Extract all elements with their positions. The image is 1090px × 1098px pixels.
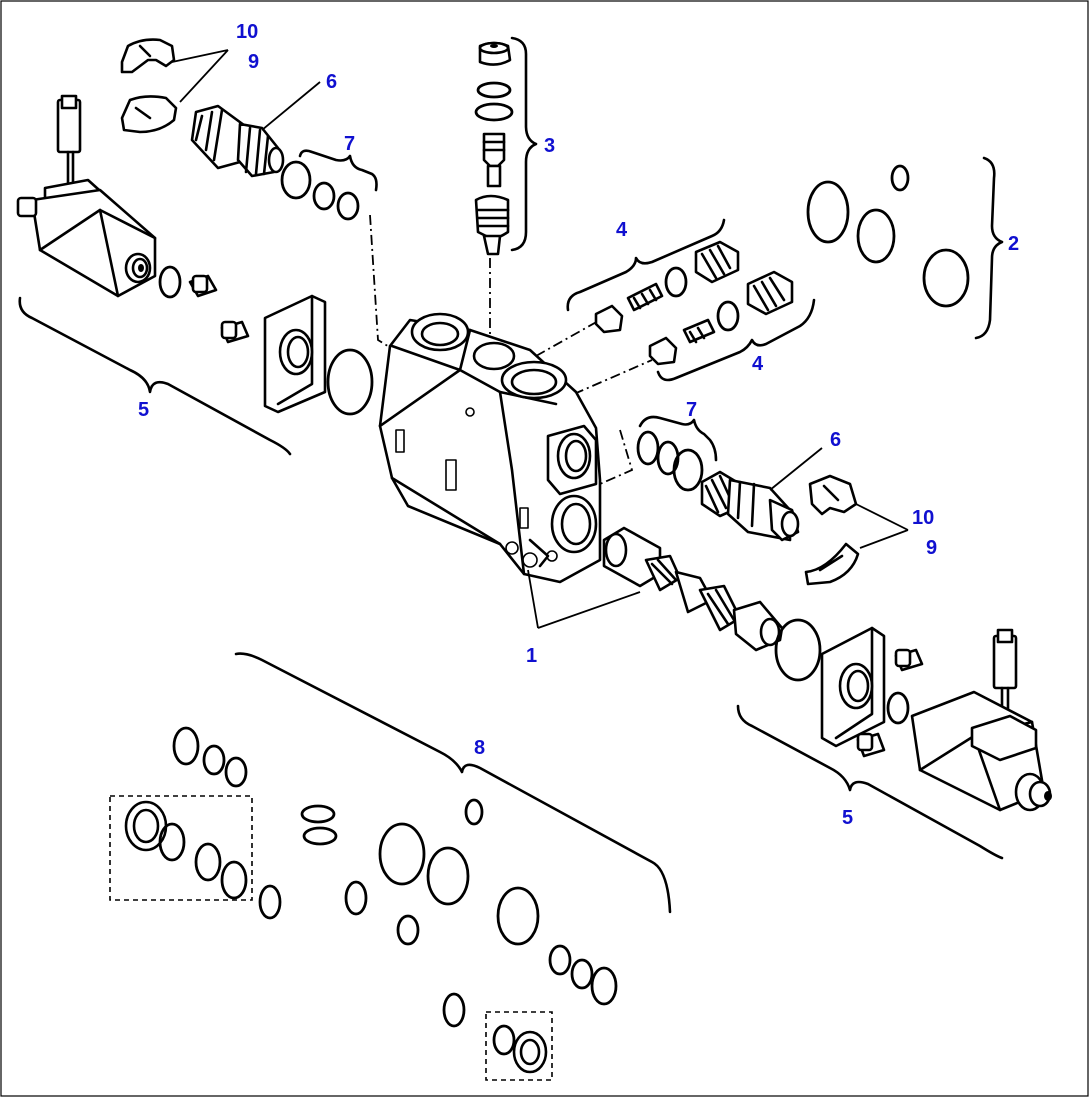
seal-kit-8 (124, 726, 618, 1074)
flange-plate-right (820, 626, 886, 748)
centerline-right (599, 429, 634, 485)
bracket-8 (234, 652, 672, 914)
o-ring-large-right (774, 618, 822, 682)
bracket-2 (974, 156, 1004, 340)
seal-group-box-left (109, 795, 253, 901)
centerline-spring2 (573, 359, 653, 395)
leader-6-right (769, 447, 823, 491)
leader-6-top (261, 81, 321, 131)
callout-9-top: 9 (248, 51, 259, 73)
o-ring-large (326, 348, 374, 416)
callout-4-upper: 4 (616, 219, 628, 241)
callout-5-right: 5 (842, 807, 853, 829)
seal-group-box-bottom (485, 1011, 553, 1081)
bracket-4-lower (656, 298, 816, 382)
o-rings-2 (806, 164, 970, 308)
callout-5-left: 5 (138, 399, 149, 421)
callout-6-right: 6 (830, 429, 841, 451)
bracket-3 (510, 36, 538, 252)
leader-1 (527, 569, 641, 629)
callout-8: 8 (474, 737, 485, 759)
bolt-right-upper (894, 648, 924, 672)
bracket-4-upper (566, 218, 726, 312)
callout-2: 2 (1008, 233, 1019, 255)
clip-10-top (120, 38, 176, 74)
callout-1: 1 (526, 645, 537, 667)
clip-10-right (808, 474, 858, 516)
plug-spring-4-lower (648, 270, 794, 366)
callout-4-lower: 4 (752, 353, 764, 375)
o-ring-right-small (886, 691, 910, 725)
solenoid-left (16, 94, 157, 298)
o-rings-7-right (636, 430, 704, 492)
callout-3: 3 (544, 135, 555, 157)
centerline-spring1 (535, 319, 601, 357)
flange-plate-left (263, 294, 327, 414)
clip-9-top (120, 95, 178, 134)
bolt-right-lower (856, 732, 886, 758)
leader-9-10-right (855, 503, 909, 549)
leader-9-10-top (171, 49, 229, 103)
solenoid-right (910, 628, 1052, 812)
spool-1 (602, 526, 784, 652)
valve-body (378, 312, 602, 584)
callout-7-top: 7 (344, 133, 355, 155)
check-valve-stack-3 (474, 41, 514, 256)
o-rings-7-top (280, 160, 360, 221)
callout-10-right: 10 (912, 507, 934, 529)
callout-9-right: 9 (926, 537, 937, 559)
bracket-5-left (18, 296, 292, 456)
callout-7-right: 7 (686, 399, 697, 421)
plug-spring-4-upper (594, 240, 740, 334)
relief-valve-top (190, 104, 285, 178)
callout-10-top: 10 (236, 21, 258, 43)
relief-valve-right (700, 470, 800, 542)
clip-9-right (804, 542, 860, 586)
bracket-7-top (298, 149, 378, 192)
bracket-5-right (736, 704, 1004, 860)
callout-6-top: 6 (326, 71, 337, 93)
bolt-left-upper (188, 274, 218, 298)
bracket-7-right (638, 415, 718, 462)
o-ring (158, 265, 182, 299)
bolt-left-lower (220, 320, 250, 344)
